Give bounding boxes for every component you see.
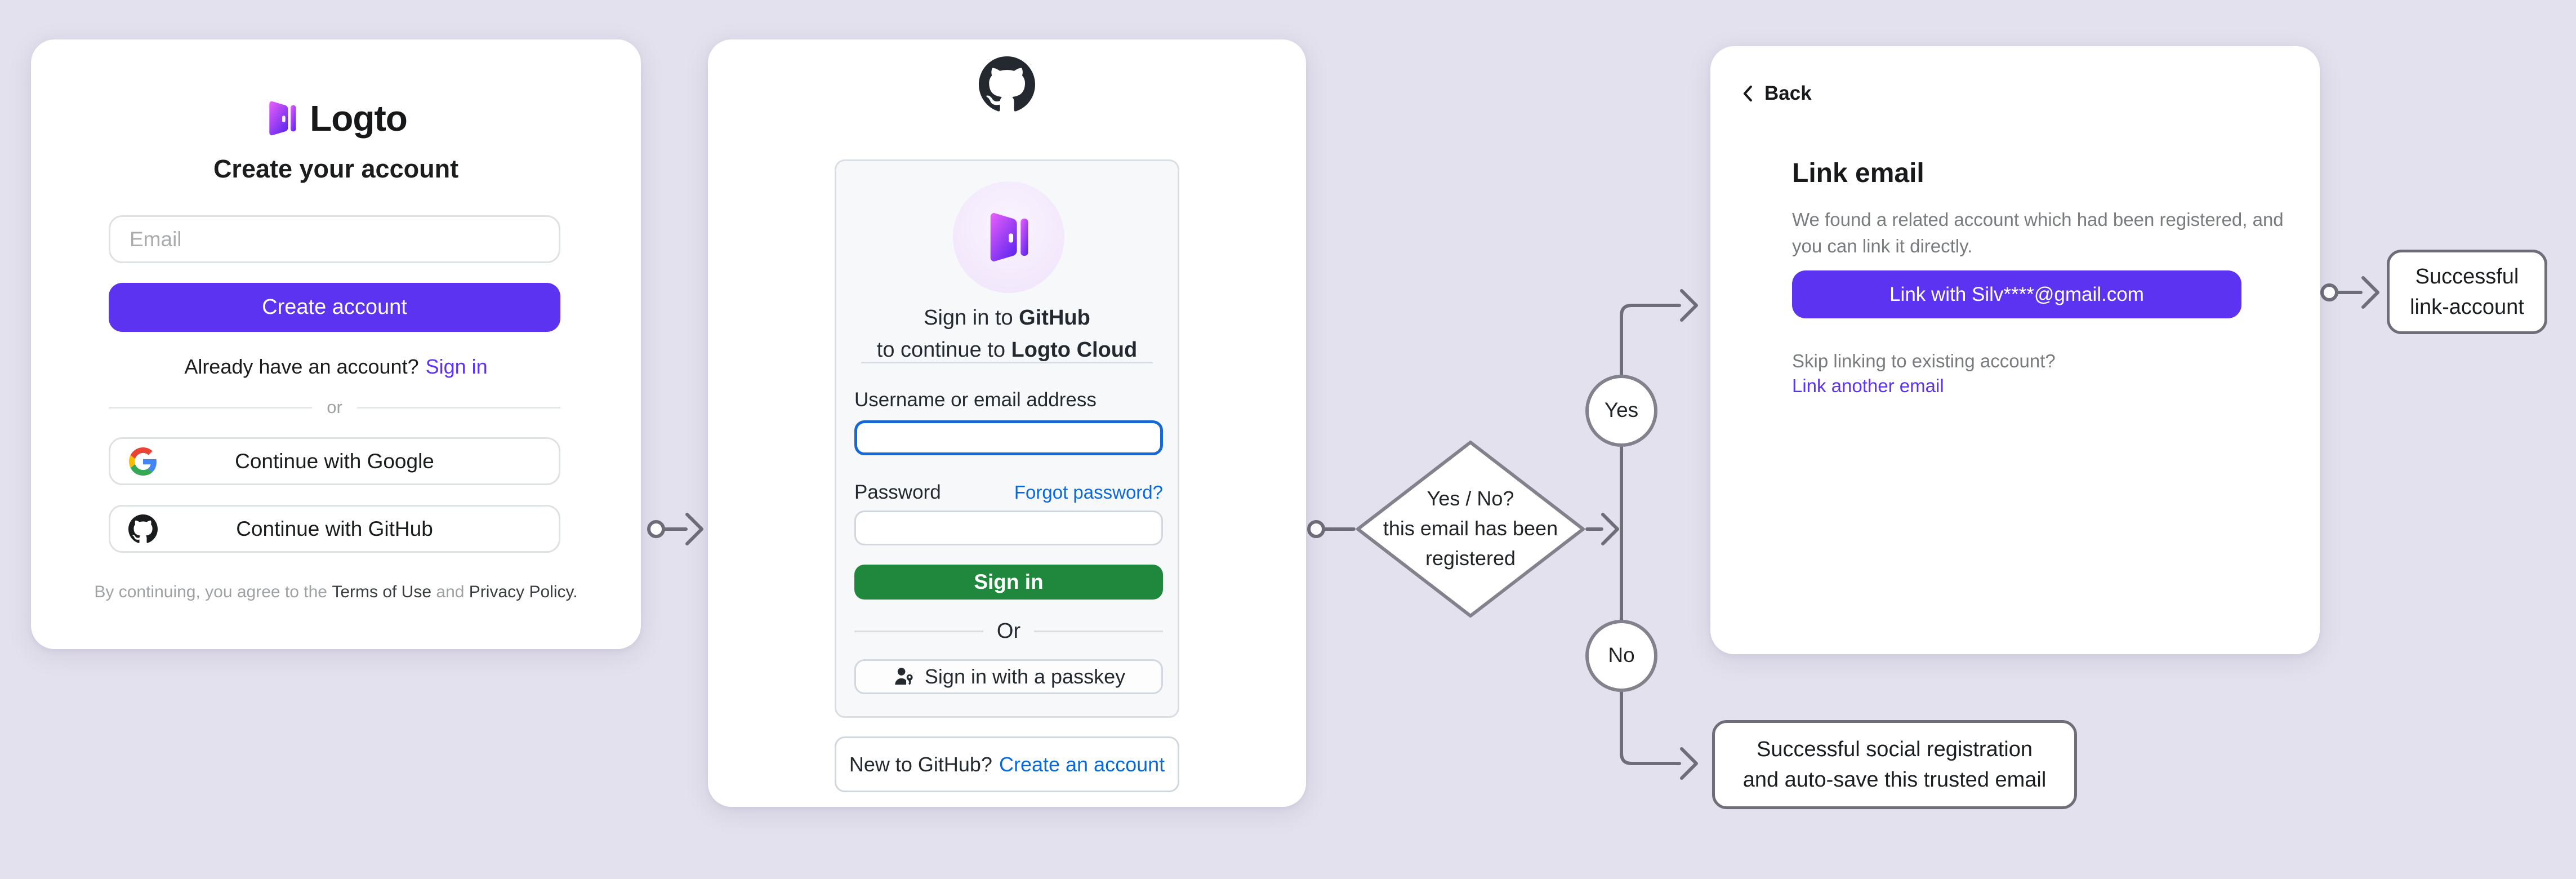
heading-line1-prefix: Sign in to	[924, 306, 1019, 330]
terms-of-use-link[interactable]: Terms of Use	[332, 583, 432, 601]
divider-line	[356, 406, 561, 409]
arrowhead	[685, 513, 703, 545]
signin-prompt-row: Already have an account? Sign in	[31, 355, 641, 379]
github-or-divider: Or	[854, 619, 1163, 643]
github-footer-box: New to GitHub? Create an account	[835, 736, 1179, 792]
signin-prompt-text: Already have an account?	[184, 355, 419, 378]
github-signin-panel: Sign in to GitHub to continue to Logto C…	[835, 159, 1179, 718]
no-node	[1585, 620, 1657, 692]
brand-wordmark: Logto	[310, 98, 408, 139]
or-divider: or	[109, 397, 561, 418]
continue-with-google-button[interactable]: Continue with Google	[109, 437, 560, 485]
passkey-button-label: Sign in with a passkey	[924, 665, 1126, 688]
password-input[interactable]	[854, 510, 1163, 545]
back-label: Back	[1764, 82, 1812, 104]
decision-diamond	[1356, 441, 1585, 618]
yes-branch-label: Yes	[1604, 398, 1639, 421]
divider-line	[854, 630, 983, 632]
continue-with-github-button[interactable]: Continue with GitHub	[109, 505, 560, 553]
heading-line1-bold: GitHub	[1019, 306, 1090, 330]
terms-text: By continuing, you agree to the Terms of…	[31, 580, 641, 604]
arrowhead	[2361, 276, 2379, 309]
decision-node-label: Yes / No? this email has been registered	[1383, 487, 1558, 570]
google-icon	[128, 447, 158, 476]
link-email-card: Back Link email We found a related accou…	[1710, 46, 2320, 654]
terms-and: and	[431, 583, 469, 601]
or-divider-text: or	[327, 397, 342, 417]
chevron-left-icon	[1743, 85, 1752, 102]
arrowhead	[1601, 513, 1619, 545]
back-button[interactable]: Back	[1740, 82, 1812, 105]
arrowhead	[1680, 289, 1698, 322]
continue-google-label: Continue with Google	[235, 449, 434, 473]
success-link-account-box: Successful link-account	[2387, 250, 2547, 334]
link-with-email-button[interactable]: Link with Silv****@gmail.com	[1792, 270, 2241, 318]
divider-line	[109, 406, 313, 409]
skip-linking-text: Skip linking to existing account?	[1792, 350, 2056, 371]
password-label: Password	[854, 481, 941, 503]
terms-prefix: By continuing, you agree to the	[94, 583, 332, 601]
heading-line2-prefix: to continue to	[876, 338, 1011, 362]
passkey-icon	[895, 668, 913, 685]
username-label: Username or email address	[854, 389, 1097, 411]
github-signin-card: Sign in to GitHub to continue to Logto C…	[708, 39, 1306, 807]
signin-link[interactable]: Sign in	[425, 355, 488, 378]
success-social-registration-box: Successful social registration and auto-…	[1712, 720, 2077, 809]
link-another-email-link[interactable]: Link another email	[1792, 375, 1944, 396]
github-icon	[128, 514, 158, 544]
heading-line2-bold: Logto Cloud	[1011, 338, 1138, 362]
signup-title: Create your account	[213, 154, 459, 183]
yes-node	[1585, 375, 1657, 447]
password-row: Password Forgot password?	[854, 481, 1163, 504]
email-input[interactable]	[109, 215, 560, 263]
connector-start-dot	[2320, 283, 2338, 301]
logto-logo: Logto	[31, 96, 641, 141]
arrowhead	[1680, 747, 1698, 780]
no-branch-label: No	[1608, 643, 1635, 667]
link-email-title: Link email	[1792, 158, 1924, 188]
create-an-account-link[interactable]: Create an account	[999, 752, 1165, 776]
forgot-password-link[interactable]: Forgot password?	[1014, 482, 1163, 503]
new-to-github-text: New to GitHub?	[849, 752, 992, 776]
create-account-button[interactable]: Create account	[109, 283, 560, 332]
username-input[interactable]	[854, 420, 1163, 455]
continue-github-label: Continue with GitHub	[236, 517, 433, 540]
or-divider-text: Or	[996, 619, 1021, 643]
link-email-description: We found a related account which had bee…	[1792, 209, 2284, 256]
logto-app-avatar	[953, 181, 1064, 293]
logto-door-icon	[269, 101, 296, 136]
github-logo	[708, 56, 1306, 113]
connector-start-dot	[1307, 520, 1325, 538]
passkey-signin-button[interactable]: Sign in with a passkey	[854, 659, 1163, 694]
panel-divider	[861, 362, 1153, 363]
github-signin-heading: Sign in to GitHub to continue to Logto C…	[836, 302, 1178, 366]
privacy-policy-link[interactable]: Privacy Policy.	[469, 583, 578, 601]
github-signin-button[interactable]: Sign in	[854, 565, 1163, 600]
logto-door-icon	[990, 212, 1028, 262]
divider-line	[1034, 630, 1163, 632]
connector-start-dot	[647, 520, 665, 538]
signup-card: Logto Create your account Create account…	[31, 39, 641, 649]
